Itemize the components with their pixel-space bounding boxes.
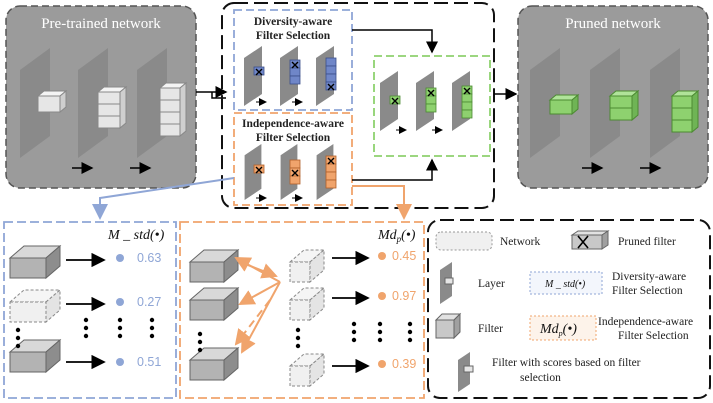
legend-pruned-filter-icon bbox=[570, 230, 610, 250]
mstd-label: M _ std(•) bbox=[107, 228, 165, 243]
legend-independence-swatch bbox=[529, 315, 597, 341]
filter-bar bbox=[188, 248, 240, 284]
pretrained-title: Pre-trained network bbox=[41, 16, 161, 32]
legend-scored-1: Filter with scores based on filter bbox=[492, 357, 641, 369]
diversity-title-2: Filter Selection bbox=[256, 30, 331, 42]
legend-diversity-swatch bbox=[529, 271, 603, 295]
filter-stack-2 bbox=[96, 85, 128, 130]
ellipsis-dots bbox=[15, 317, 155, 349]
filter-stack-3 bbox=[158, 81, 188, 138]
green-filter-2 bbox=[608, 89, 640, 122]
selection-panel: Diversity-aware Filter Selection Indepen… bbox=[221, 2, 495, 209]
legend-filter: Filter bbox=[478, 323, 503, 335]
legend-diversity-1: Diversity-aware bbox=[612, 271, 686, 283]
score-orange-1: 0.45 bbox=[392, 249, 416, 263]
filter-bar bbox=[8, 244, 62, 280]
ellipsis-dots bbox=[197, 321, 413, 353]
legend-layer: Layer bbox=[478, 278, 505, 290]
legend: Network Pruned filter Layer M _ std(•) D… bbox=[427, 219, 711, 399]
legend-independence-2: Filter Selection bbox=[618, 330, 689, 342]
filter-bar-dashed bbox=[288, 286, 326, 322]
green-filter-1 bbox=[548, 93, 580, 116]
pruned-marks-blue bbox=[255, 61, 335, 91]
pruned-marks-green bbox=[391, 87, 471, 105]
legend-network-swatch bbox=[435, 231, 493, 251]
filter-bar bbox=[188, 346, 240, 382]
pruned-network-panel: Pruned network bbox=[517, 5, 709, 189]
score-blue-3: 0.51 bbox=[137, 355, 161, 369]
legend-scored-2: selection bbox=[520, 372, 561, 384]
filter-bar bbox=[8, 338, 62, 374]
diversity-title-1: Diversity-aware bbox=[254, 16, 332, 28]
legend-scored-filter-icon bbox=[458, 352, 474, 392]
green-filter-3 bbox=[670, 89, 700, 134]
filter-bar bbox=[188, 286, 240, 322]
score-blue-1: 0.63 bbox=[137, 251, 161, 265]
score-orange-3: 0.39 bbox=[392, 357, 416, 371]
legend-mdp: Mdp(•) bbox=[539, 322, 577, 338]
mstd-panel: M _ std(•) 0.63 0.27 0 bbox=[3, 221, 177, 399]
score-orange-2: 0.97 bbox=[392, 289, 416, 303]
green-filters bbox=[389, 85, 473, 119]
independence-selection-box bbox=[233, 112, 353, 206]
legend-layer-icon bbox=[440, 262, 454, 304]
independence-title-1: Independence-aware bbox=[242, 118, 344, 130]
filter-bar-dashed bbox=[288, 352, 326, 388]
correlation-arrows bbox=[234, 257, 281, 354]
filter-bar-dashed bbox=[8, 288, 62, 324]
pruned-title: Pruned network bbox=[565, 16, 661, 32]
filter-bar-dashed bbox=[288, 248, 326, 284]
orange-filters bbox=[253, 155, 337, 189]
legend-filter-icon bbox=[434, 312, 462, 340]
pruned-marks-orange bbox=[255, 157, 335, 177]
mdp-label: Mdp(•) bbox=[377, 228, 416, 244]
score-blue-2: 0.27 bbox=[137, 295, 161, 309]
pretrained-network-panel: Pre-trained network bbox=[5, 5, 197, 189]
legend-diversity-2: Filter Selection bbox=[612, 285, 683, 297]
legend-independence-1: Independence-aware bbox=[598, 316, 693, 328]
filter-stack-1 bbox=[36, 89, 68, 114]
independence-title-2: Filter Selection bbox=[256, 132, 331, 144]
legend-pruned-filter: Pruned filter bbox=[618, 236, 676, 248]
blue-filters bbox=[253, 57, 337, 91]
legend-mstd: M _ std(•) bbox=[544, 279, 586, 290]
diversity-selection-box bbox=[233, 9, 353, 111]
mdp-panel: Mdp(•) bbox=[179, 221, 425, 399]
legend-network: Network bbox=[500, 236, 540, 248]
